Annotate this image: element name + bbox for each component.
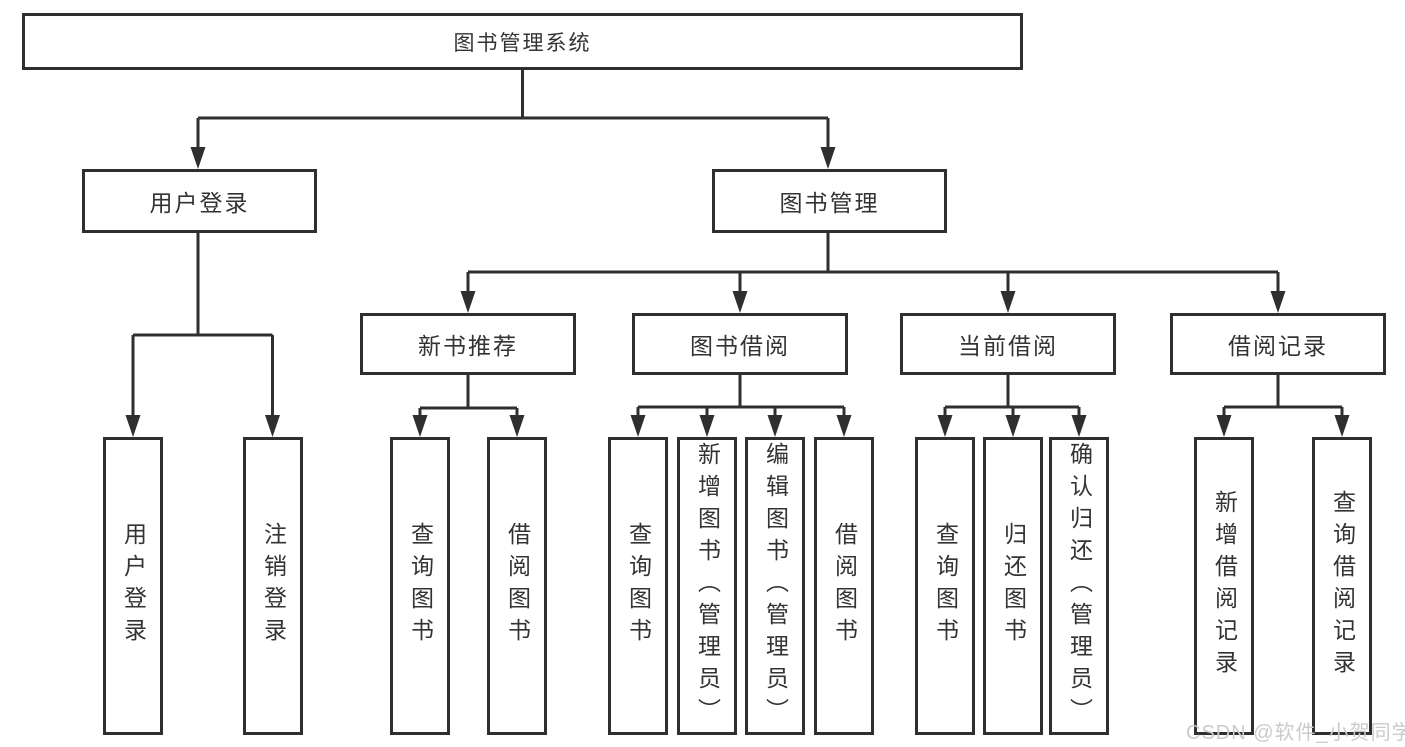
node-label: 图书借阅 [690, 333, 790, 359]
leaf-add-borrow-record: 新增借阅记录 [1194, 437, 1254, 735]
watermark: CSDN @软件_小贺同学 [1186, 722, 1405, 744]
node-book-borrowing: 图书借阅 [632, 313, 848, 375]
leaf-add-books-admin: 新增图书（管理员） [677, 437, 737, 735]
leaf-label: 查询图书 [407, 522, 434, 650]
leaf-query-books-recommend: 查询图书 [390, 437, 450, 735]
leaf-logout: 注销登录 [243, 437, 303, 735]
node-label: 新书推荐 [418, 333, 518, 359]
node-current-borrowing: 当前借阅 [900, 313, 1116, 375]
leaf-label: 查询图书 [932, 522, 959, 650]
leaf-query-borrow-record: 查询借阅记录 [1312, 437, 1372, 735]
leaf-label: 借阅图书 [831, 522, 858, 650]
leaf-user-login: 用户登录 [103, 437, 163, 735]
leaf-confirm-return-admin: 确认归还（管理员） [1049, 437, 1109, 735]
leaf-edit-books-admin: 编辑图书（管理员） [745, 437, 805, 735]
leaf-label: 确认归还（管理员） [1066, 442, 1093, 730]
leaf-label: 查询借阅记录 [1329, 490, 1356, 682]
leaf-label: 借阅图书 [504, 522, 531, 650]
leaf-query-books-current: 查询图书 [915, 437, 975, 735]
leaf-borrow-books: 借阅图书 [814, 437, 874, 735]
node-label: 图书管理 [779, 190, 880, 216]
leaf-borrow-books-recommend: 借阅图书 [487, 437, 547, 735]
node-borrowing-records: 借阅记录 [1170, 313, 1386, 375]
node-new-book-recommend: 新书推荐 [360, 313, 576, 375]
leaf-label: 归还图书 [1000, 522, 1027, 650]
leaf-query-books-borrow: 查询图书 [608, 437, 668, 735]
leaf-label: 查询图书 [625, 522, 652, 650]
node-library-management-system: 图书管理系统 [22, 13, 1023, 70]
node-book-management: 图书管理 [712, 169, 947, 233]
leaf-label: 新增图书（管理员） [694, 442, 721, 730]
node-label: 图书管理系统 [453, 31, 592, 55]
node-label: 用户登录 [149, 190, 250, 216]
leaf-label: 编辑图书（管理员） [762, 442, 789, 730]
leaf-return-books: 归还图书 [983, 437, 1043, 735]
leaf-label: 用户登录 [120, 522, 147, 650]
node-label: 借阅记录 [1228, 333, 1328, 359]
node-user-login: 用户登录 [82, 169, 317, 233]
node-label: 当前借阅 [958, 333, 1058, 359]
arrowheads [125, 147, 1350, 437]
leaf-label: 注销登录 [260, 522, 287, 650]
leaf-label: 新增借阅记录 [1211, 490, 1238, 682]
